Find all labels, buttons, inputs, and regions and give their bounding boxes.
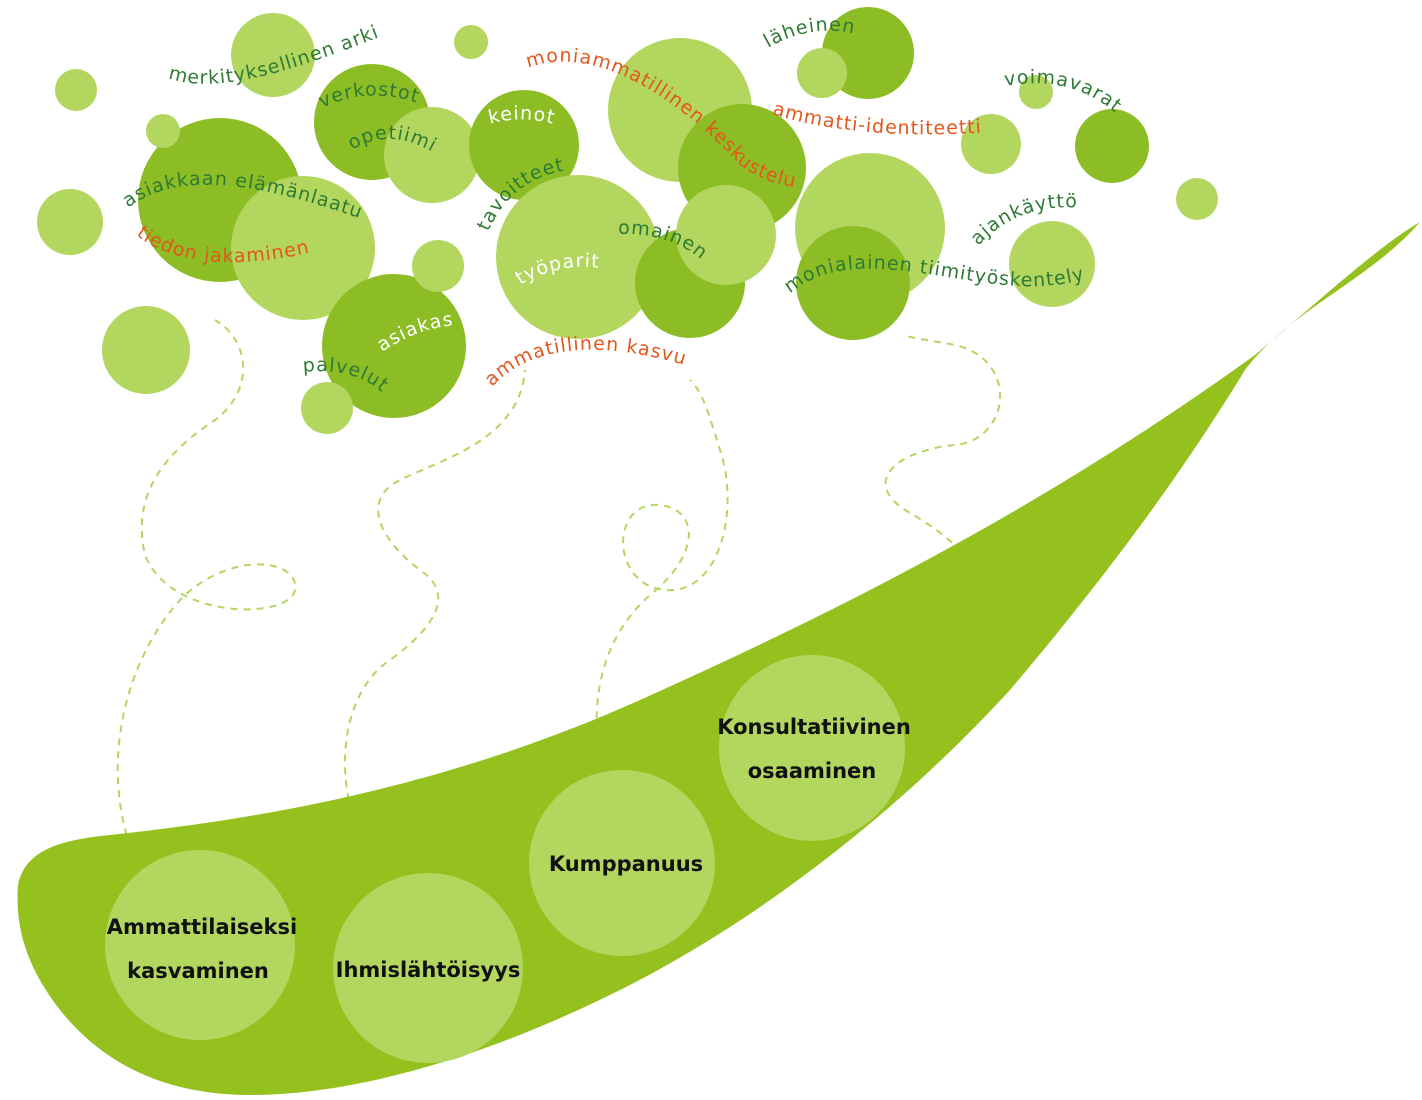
pea-2	[231, 176, 375, 320]
pod-pea-1: Ammattilaiseksi kasvaminen	[105, 850, 297, 1040]
word-ammatti-identiteetti: ammatti-identiteetti	[770, 98, 982, 140]
word-ammatillinen-kasvu: ammatillinen kasvu	[480, 333, 689, 391]
pea-cluster	[37, 7, 1218, 434]
pea-19	[676, 185, 776, 285]
pod-pea-2: Ihmislähtöisyys	[333, 873, 523, 1063]
pea-23	[796, 226, 910, 340]
pod-label-osaaminen: osaaminen	[748, 759, 877, 783]
pod-label-kasvaminen: kasvaminen	[127, 959, 269, 983]
pea-10	[231, 13, 315, 97]
pea-9	[146, 114, 180, 148]
pea-21	[797, 48, 847, 98]
pod-label-ammattilaiseksi: Ammattilaiseksi	[107, 915, 297, 939]
pea-28	[1009, 221, 1095, 307]
pea-12	[384, 107, 480, 203]
pea-14	[454, 25, 488, 59]
pea-24	[961, 114, 1021, 174]
pod-pea-3: Kumppanuus	[529, 770, 715, 956]
pod-pea-4: Konsultatiivinen osaaminen	[717, 655, 911, 841]
pod-label-konsultatiivinen: Konsultatiivinen	[717, 715, 911, 739]
pea-8	[55, 69, 97, 111]
pea-17	[496, 175, 660, 339]
pea-13	[469, 90, 579, 200]
pea-27	[1176, 178, 1218, 220]
pea-26	[1075, 109, 1149, 183]
pea-7	[37, 189, 103, 255]
pea-pod	[17, 222, 1420, 1095]
pea-25	[1019, 75, 1053, 109]
pea-5	[301, 382, 353, 434]
pea-6	[102, 306, 190, 394]
pea-4	[412, 240, 464, 292]
pod-label-ihmislahtoisyys: Ihmislähtöisyys	[336, 958, 521, 982]
pea-3	[322, 274, 466, 418]
pod-label-kumppanuus: Kumppanuus	[549, 852, 703, 876]
